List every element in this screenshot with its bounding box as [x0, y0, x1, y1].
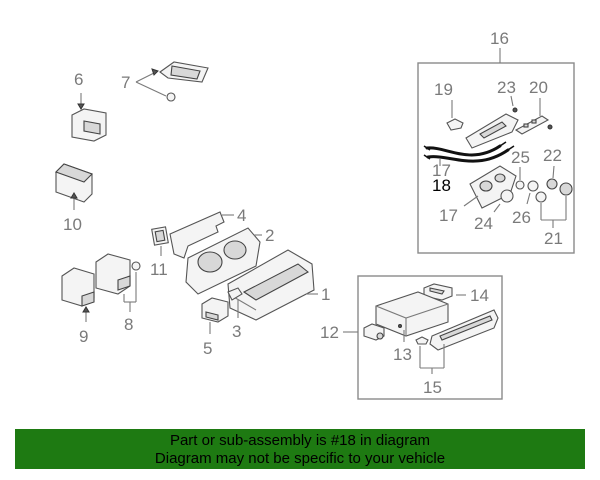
callout-10: 10	[63, 215, 82, 234]
callout-3: 3	[232, 322, 241, 341]
callout-13: 13	[393, 345, 412, 364]
part-5	[201, 297, 229, 334]
callout-17-lower: 17	[439, 206, 458, 225]
part-26	[526, 180, 539, 205]
part-22	[546, 165, 558, 190]
part-25	[515, 167, 525, 190]
part-11	[151, 226, 169, 256]
part-3	[227, 287, 243, 318]
part-15	[415, 309, 499, 374]
callout-1: 1	[321, 285, 330, 304]
part-18-cables	[423, 141, 515, 166]
callout-23: 23	[497, 78, 516, 97]
banner-line-2: Diagram may not be specific to your vehi…	[154, 450, 446, 467]
box-12	[357, 275, 503, 400]
part-20	[514, 98, 553, 135]
part-12-knob	[363, 323, 385, 341]
callout-17-upper: 17	[432, 161, 451, 180]
info-banner: Part or sub-assembly is #18 in diagram D…	[15, 429, 585, 469]
part-17-panel	[463, 165, 517, 209]
callout-16: 16	[490, 29, 509, 48]
callout-26: 26	[512, 208, 531, 227]
callout-2: 2	[265, 226, 274, 245]
callout-9: 9	[79, 327, 88, 346]
callout-18: 18	[432, 176, 451, 195]
part-9	[61, 267, 95, 322]
part-24	[493, 189, 514, 213]
callout-5: 5	[203, 339, 212, 358]
part-8	[95, 253, 141, 312]
part-10	[54, 163, 94, 210]
callout-7: 7	[121, 73, 130, 92]
callout-24: 24	[474, 214, 493, 233]
callout-22: 22	[543, 146, 562, 165]
callout-8: 8	[124, 315, 133, 334]
part-19	[446, 100, 464, 131]
callout-21: 21	[544, 229, 563, 248]
callout-20: 20	[529, 78, 548, 97]
part-1	[227, 249, 318, 321]
part-23	[465, 95, 519, 149]
part-13-unit	[375, 291, 449, 337]
part-7	[135, 61, 209, 102]
part-2	[185, 227, 262, 295]
callout-11: 11	[150, 260, 168, 279]
part-21	[535, 182, 573, 228]
callout-6: 6	[74, 70, 83, 89]
box-16	[417, 62, 575, 254]
callout-14: 14	[470, 286, 489, 305]
callout-19: 19	[434, 80, 453, 99]
part-4	[169, 211, 234, 259]
part-6	[71, 93, 107, 142]
parts-diagram: 6 7 10 9 8 11	[54, 29, 575, 400]
callout-12: 12	[320, 323, 339, 342]
callout-25: 25	[511, 148, 530, 167]
callout-4: 4	[237, 206, 246, 225]
banner-line-1: Part or sub-assembly is #18 in diagram	[169, 432, 431, 449]
callout-15: 15	[423, 378, 442, 397]
